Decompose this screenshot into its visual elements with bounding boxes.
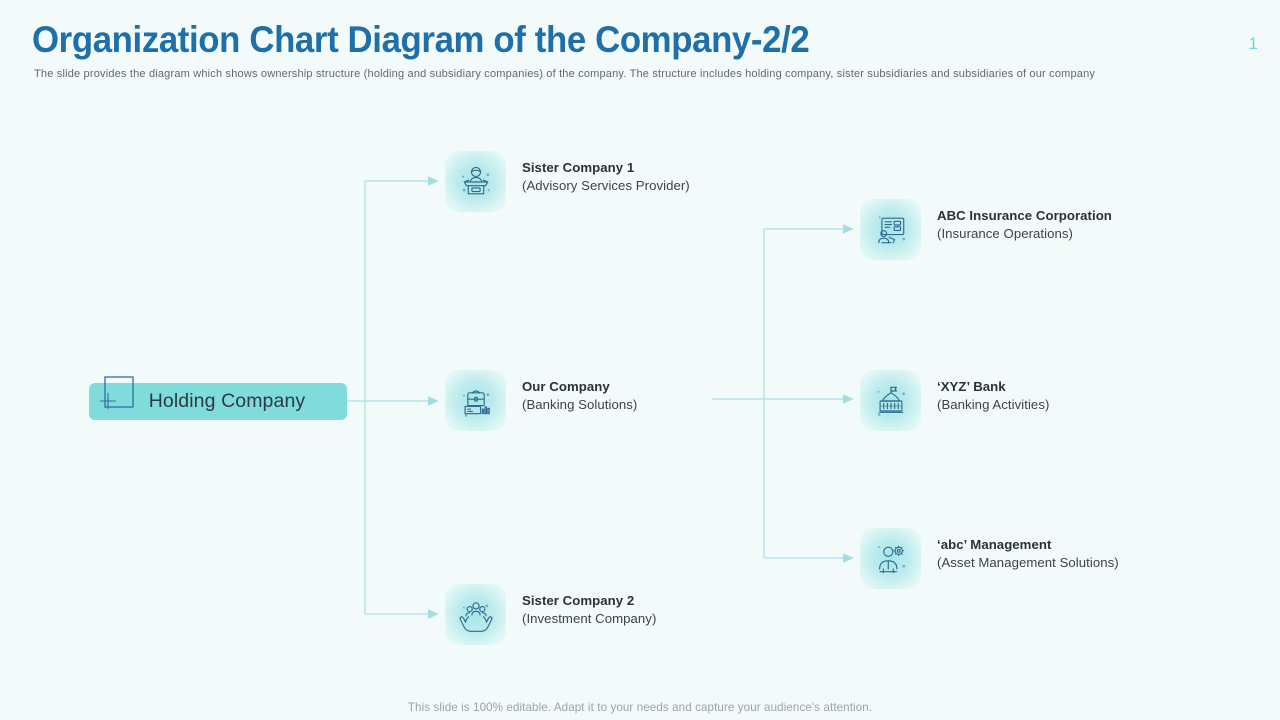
node-subtitle: (Advisory Services Provider) (522, 177, 690, 193)
holding-company-node[interactable]: Holding Company (89, 376, 347, 420)
node-subtitle: (Insurance Operations) (937, 225, 1073, 241)
node-text-block: Sister Company 2 (Investment Company) (522, 584, 656, 627)
node-subtitle: (Banking Solutions) (522, 396, 638, 412)
person-gear-icon (860, 528, 921, 589)
node-text-block: ‘abc’ Management (Asset Management Solut… (937, 528, 1119, 571)
presentation-board-icon (860, 199, 921, 260)
node-title: ‘XYZ’ Bank (937, 379, 1006, 394)
page-number: 1 (1248, 34, 1258, 53)
node-abc-management[interactable]: ‘abc’ Management (Asset Management Solut… (860, 528, 1119, 589)
page-title: Organization Chart Diagram of the Compan… (32, 19, 810, 60)
node-subtitle: (Banking Activities) (937, 396, 1050, 412)
node-title: Sister Company 2 (522, 593, 635, 608)
node-text-block: ABC Insurance Corporation (Insurance Ope… (937, 199, 1112, 242)
slide-header: Organization Chart Diagram of the Compan… (0, 0, 1280, 95)
node-title: Sister Company 1 (522, 160, 635, 175)
node-text-block: Sister Company 1 (Advisory Services Prov… (522, 151, 690, 194)
node-our-company[interactable]: Our Company (Banking Solutions) (445, 370, 637, 431)
node-title: ABC Insurance Corporation (937, 208, 1112, 223)
node-title: Our Company (522, 379, 610, 394)
bank-briefcase-icon (445, 370, 506, 431)
holding-company-label: Holding Company (148, 390, 306, 412)
crop-square-icon (100, 376, 134, 409)
page-subtitle: The slide provides the diagram which sho… (34, 68, 1096, 80)
node-subtitle: (Asset Management Solutions) (937, 554, 1119, 570)
node-subtitle: (Investment Company) (522, 610, 657, 626)
footer-note: This slide is 100% editable. Adapt it to… (407, 701, 873, 714)
node-text-block: Our Company (Banking Solutions) (522, 370, 637, 413)
node-text-block: ‘XYZ’ Bank (Banking Activities) (937, 370, 1049, 413)
node-title: ‘abc’ Management (937, 537, 1052, 552)
bank-building-flag-icon (860, 370, 921, 431)
presenter-podium-icon (445, 151, 506, 212)
node-abc-insurance[interactable]: ABC Insurance Corporation (Insurance Ope… (860, 199, 1112, 260)
node-sister-company-2[interactable]: Sister Company 2 (Investment Company) (445, 584, 656, 645)
node-sister-company-1[interactable]: Sister Company 1 (Advisory Services Prov… (445, 151, 690, 212)
node-xyz-bank[interactable]: ‘XYZ’ Bank (Banking Activities) (860, 370, 1049, 431)
hands-holding-team-icon (445, 584, 506, 645)
